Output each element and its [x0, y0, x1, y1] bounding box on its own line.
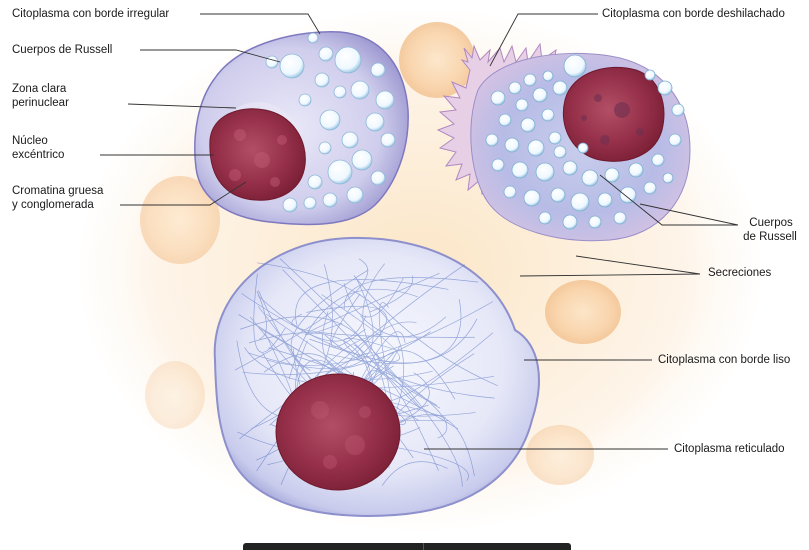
label-citoplasma-reticulado: Citoplasma reticulado — [674, 442, 785, 456]
label-secreciones: Secreciones — [708, 266, 771, 280]
label-citoplasma-borde-deshilachado: Citoplasma con borde deshilachado — [602, 7, 785, 21]
label-cuerpos-russell-right-line1: Cuerpos — [746, 216, 796, 230]
label-cromatina-line2: y conglomerada — [12, 198, 94, 212]
label-nucleo-line1: Núcleo — [12, 134, 48, 148]
label-nucleo-line2: excéntrico — [12, 148, 64, 162]
label-zona-clara-line2: perinuclear — [12, 96, 69, 110]
label-cromatina-line1: Cromatina gruesa — [12, 184, 103, 198]
label-zona-clara-line1: Zona clara — [12, 82, 66, 96]
label-cuerpos-russell-right-line2: de Russell — [738, 230, 802, 244]
label-citoplasma-borde-irregular: Citoplasma con borde irregular — [12, 7, 169, 21]
label-cuerpos-russell-left: Cuerpos de Russell — [12, 43, 112, 57]
bottom-dark-bar — [243, 543, 571, 550]
label-citoplasma-borde-liso: Citoplasma con borde liso — [658, 353, 790, 367]
